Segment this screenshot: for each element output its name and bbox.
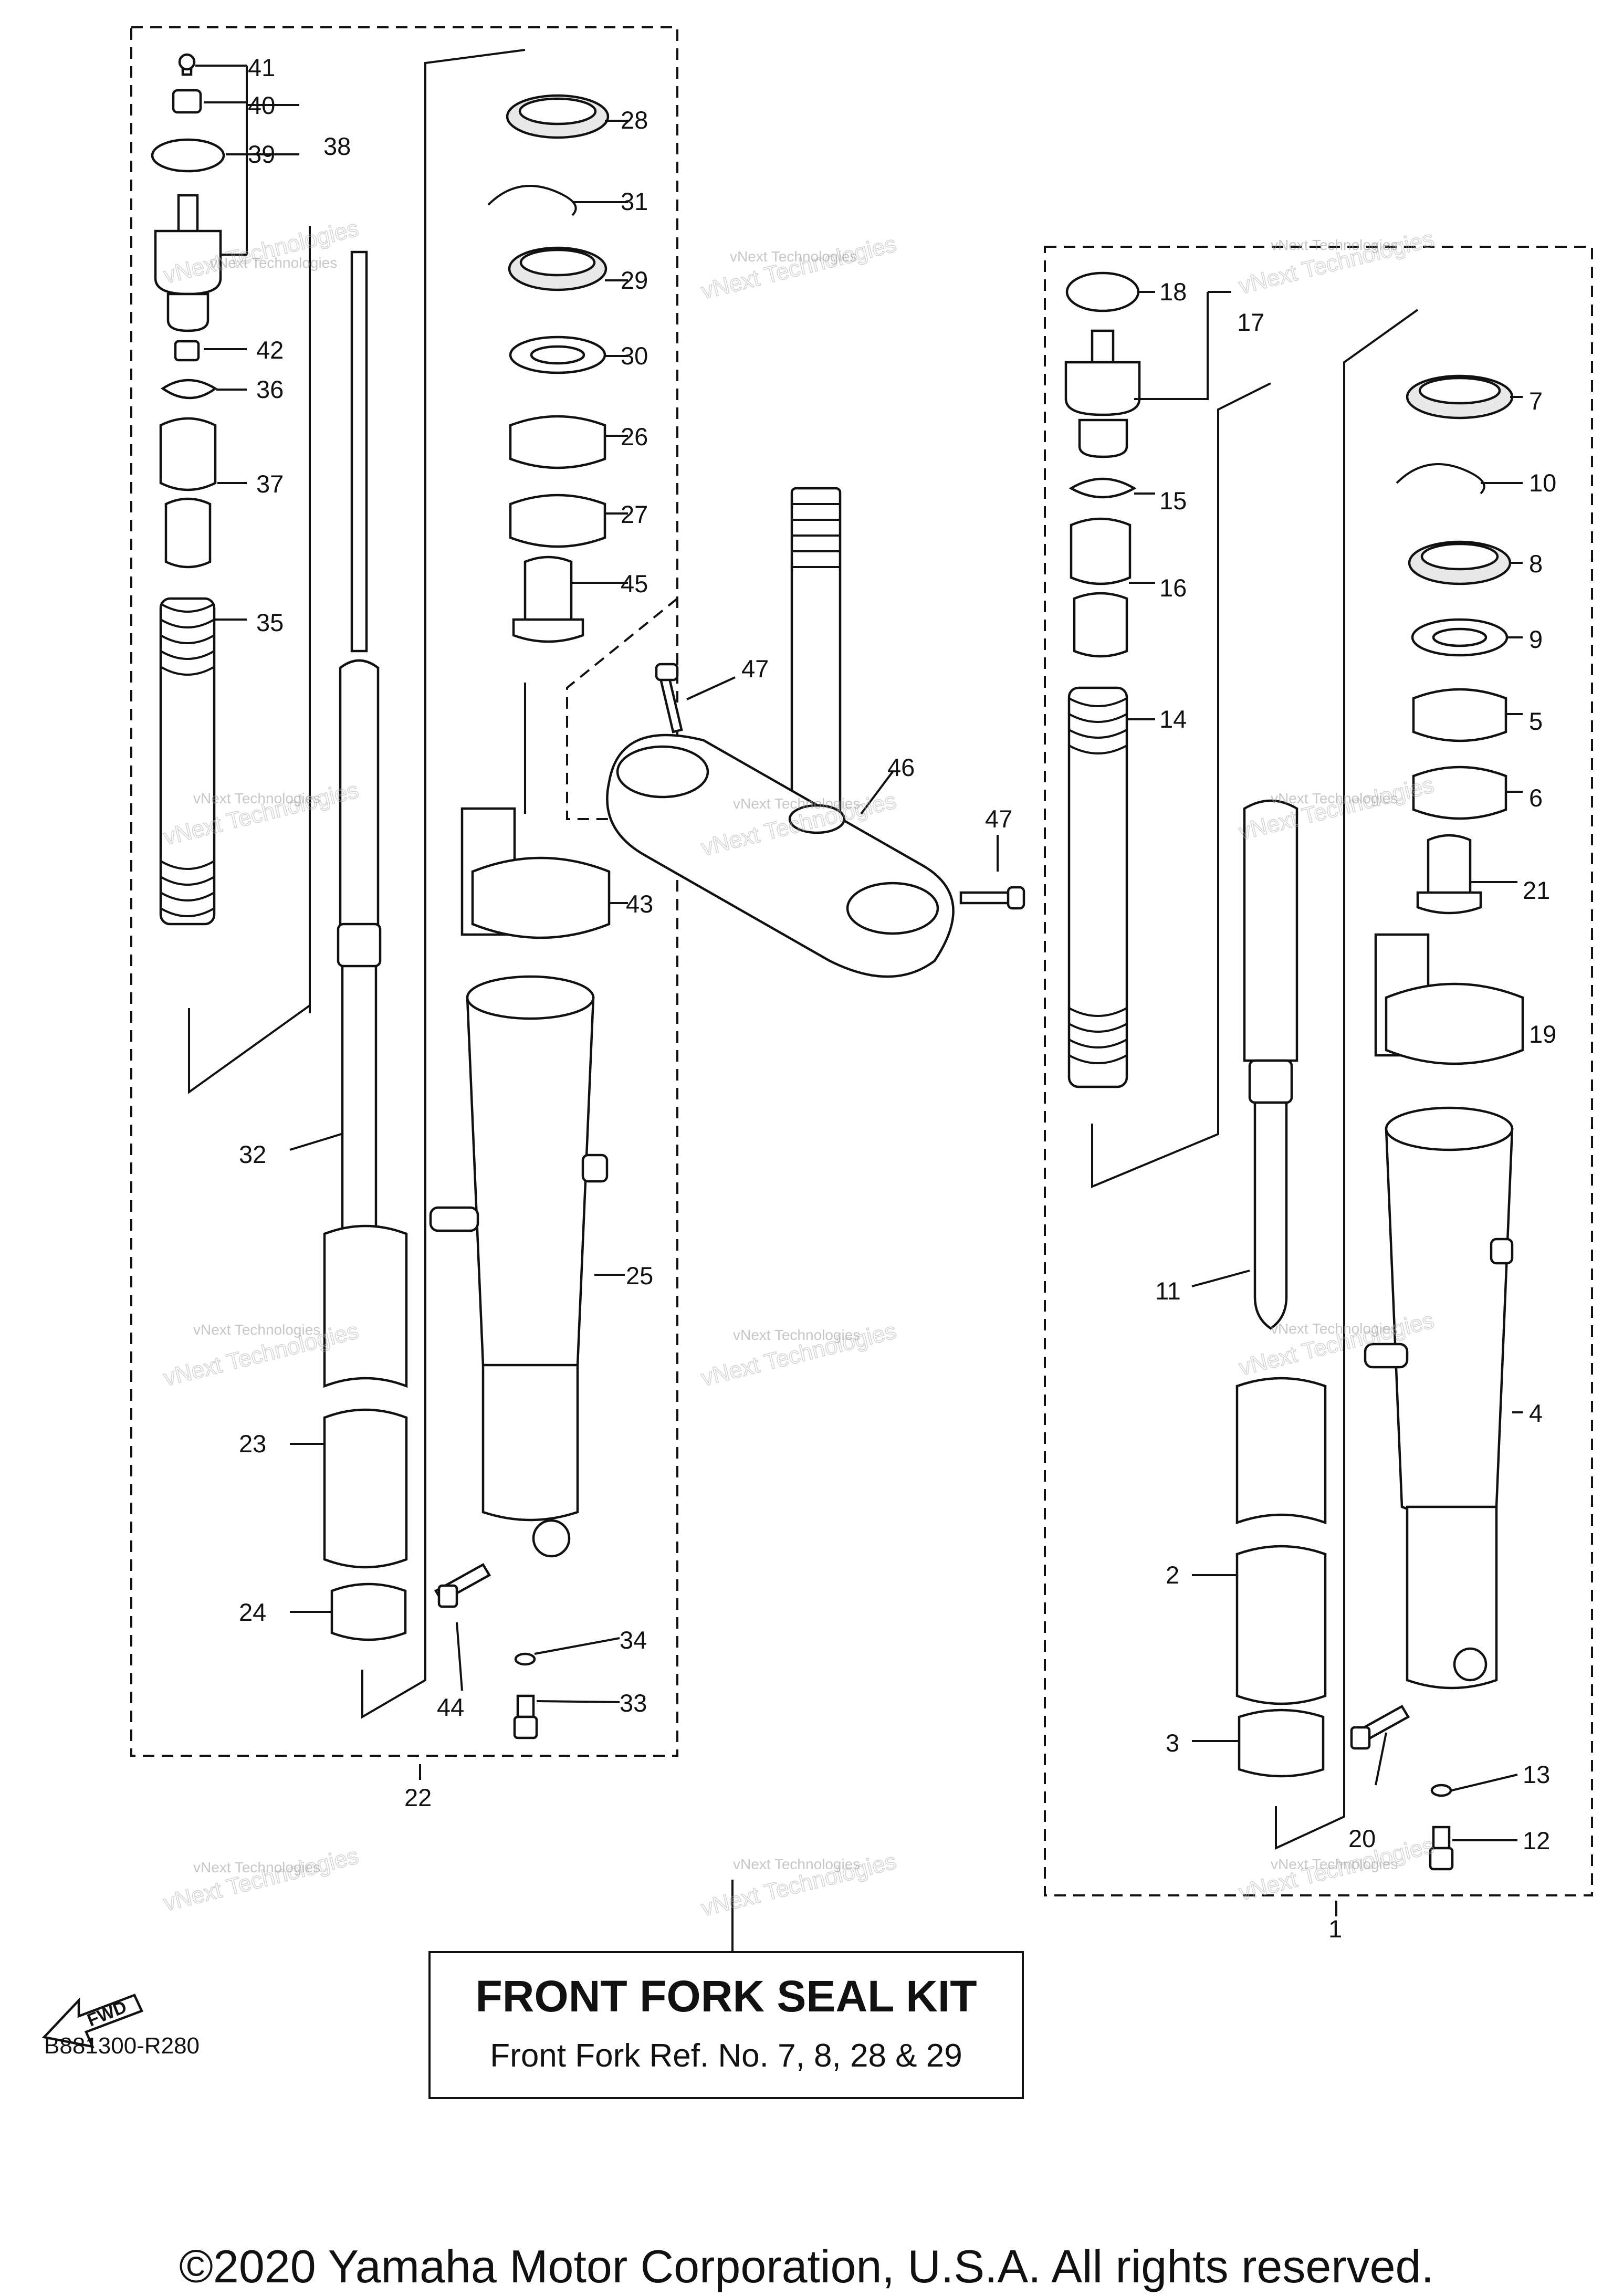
svg-text:vNext Technologies: vNext Technologies: [733, 1856, 860, 1872]
label-20: 20: [1348, 1825, 1376, 1852]
label-47-top: 47: [741, 655, 769, 683]
label-43: 43: [626, 890, 653, 918]
svg-text:vNext Technologies: vNext Technologies: [699, 231, 899, 305]
label-39: 39: [248, 140, 275, 168]
leader-lines: [195, 65, 1523, 1951]
label-33: 33: [620, 1689, 647, 1717]
svg-text:FWD: FWD: [85, 1997, 130, 2030]
label-4: 4: [1529, 1399, 1543, 1427]
label-21: 21: [1523, 876, 1550, 904]
svg-text:vNext Technologies: vNext Technologies: [193, 790, 320, 806]
label-32: 32: [239, 1140, 266, 1168]
svg-text:vNext Technologies: vNext Technologies: [161, 1843, 361, 1916]
right-fork-assembly-box: [1044, 246, 1593, 1896]
right-fork-parts: [1064, 271, 1524, 1871]
svg-text:vNext Technologies: vNext Technologies: [1271, 1320, 1398, 1337]
label-2: 2: [1166, 1561, 1179, 1589]
label-34: 34: [620, 1626, 647, 1654]
label-10: 10: [1529, 469, 1556, 497]
svg-text:vNext Technologies: vNext Technologies: [1271, 237, 1398, 253]
label-15: 15: [1159, 487, 1187, 515]
label-28: 28: [621, 106, 648, 134]
svg-text:vNext Technologies: vNext Technologies: [1271, 1856, 1398, 1872]
label-31: 31: [621, 187, 648, 215]
part-labels: 41 40 39 38 42 36 37 35 32 23 24 44 22 2…: [239, 54, 1556, 1943]
label-45: 45: [621, 570, 648, 597]
label-41: 41: [248, 54, 275, 81]
diagram-code: B881300-R280: [44, 2033, 200, 2059]
label-6: 6: [1529, 784, 1543, 812]
label-8: 8: [1529, 550, 1543, 578]
label-13: 13: [1523, 1760, 1550, 1788]
label-7: 7: [1529, 387, 1543, 415]
label-26: 26: [621, 423, 648, 450]
label-22: 22: [404, 1784, 432, 1811]
seal-kit-title: FRONT FORK SEAL KIT: [475, 1972, 977, 2021]
label-14: 14: [1159, 705, 1187, 733]
svg-text:vNext Technologies: vNext Technologies: [730, 248, 857, 265]
label-5: 5: [1529, 707, 1543, 735]
left-fork-assembly-box: [130, 26, 678, 1757]
svg-text:vNext Technologies: vNext Technologies: [733, 795, 860, 812]
label-24: 24: [239, 1598, 266, 1626]
triple-clamp-parts: [606, 487, 1025, 978]
label-46: 46: [887, 753, 915, 781]
label-35: 35: [256, 609, 284, 636]
label-1: 1: [1328, 1915, 1342, 1943]
label-23: 23: [239, 1430, 266, 1458]
label-47-right: 47: [985, 805, 1012, 833]
svg-text:vNext Technologies: vNext Technologies: [193, 1859, 320, 1875]
label-11: 11: [1155, 1277, 1181, 1305]
seal-kit-subtitle: Front Fork Ref. No. 7, 8, 28 & 29: [490, 2038, 962, 2074]
svg-text:vNext Technologies: vNext Technologies: [733, 1327, 860, 1343]
label-27: 27: [621, 500, 648, 528]
label-18: 18: [1159, 278, 1187, 306]
svg-text:vNext Technologies: vNext Technologies: [1271, 790, 1398, 806]
label-42: 42: [256, 336, 284, 364]
label-36: 36: [256, 375, 284, 403]
svg-text:vNext Technologies: vNext Technologies: [193, 1322, 320, 1338]
label-25: 25: [626, 1262, 653, 1289]
label-17: 17: [1237, 308, 1264, 336]
label-37: 37: [256, 470, 284, 498]
seal-kit-box: FRONT FORK SEAL KIT Front Fork Ref. No. …: [428, 1951, 1024, 2099]
label-40: 40: [248, 91, 275, 119]
label-29: 29: [621, 266, 648, 294]
label-19: 19: [1529, 1020, 1556, 1048]
label-16: 16: [1159, 574, 1187, 602]
label-9: 9: [1529, 625, 1543, 653]
label-30: 30: [621, 342, 648, 370]
copyright-notice: ©2020 Yamaha Motor Corporation, U.S.A. A…: [179, 2240, 1434, 2292]
label-12: 12: [1523, 1827, 1550, 1854]
label-3: 3: [1166, 1729, 1179, 1757]
svg-text:vNext Technologies: vNext Technologies: [210, 255, 337, 271]
left-fork-parts: [151, 49, 611, 1739]
label-44: 44: [437, 1693, 464, 1721]
label-38: 38: [323, 132, 351, 160]
